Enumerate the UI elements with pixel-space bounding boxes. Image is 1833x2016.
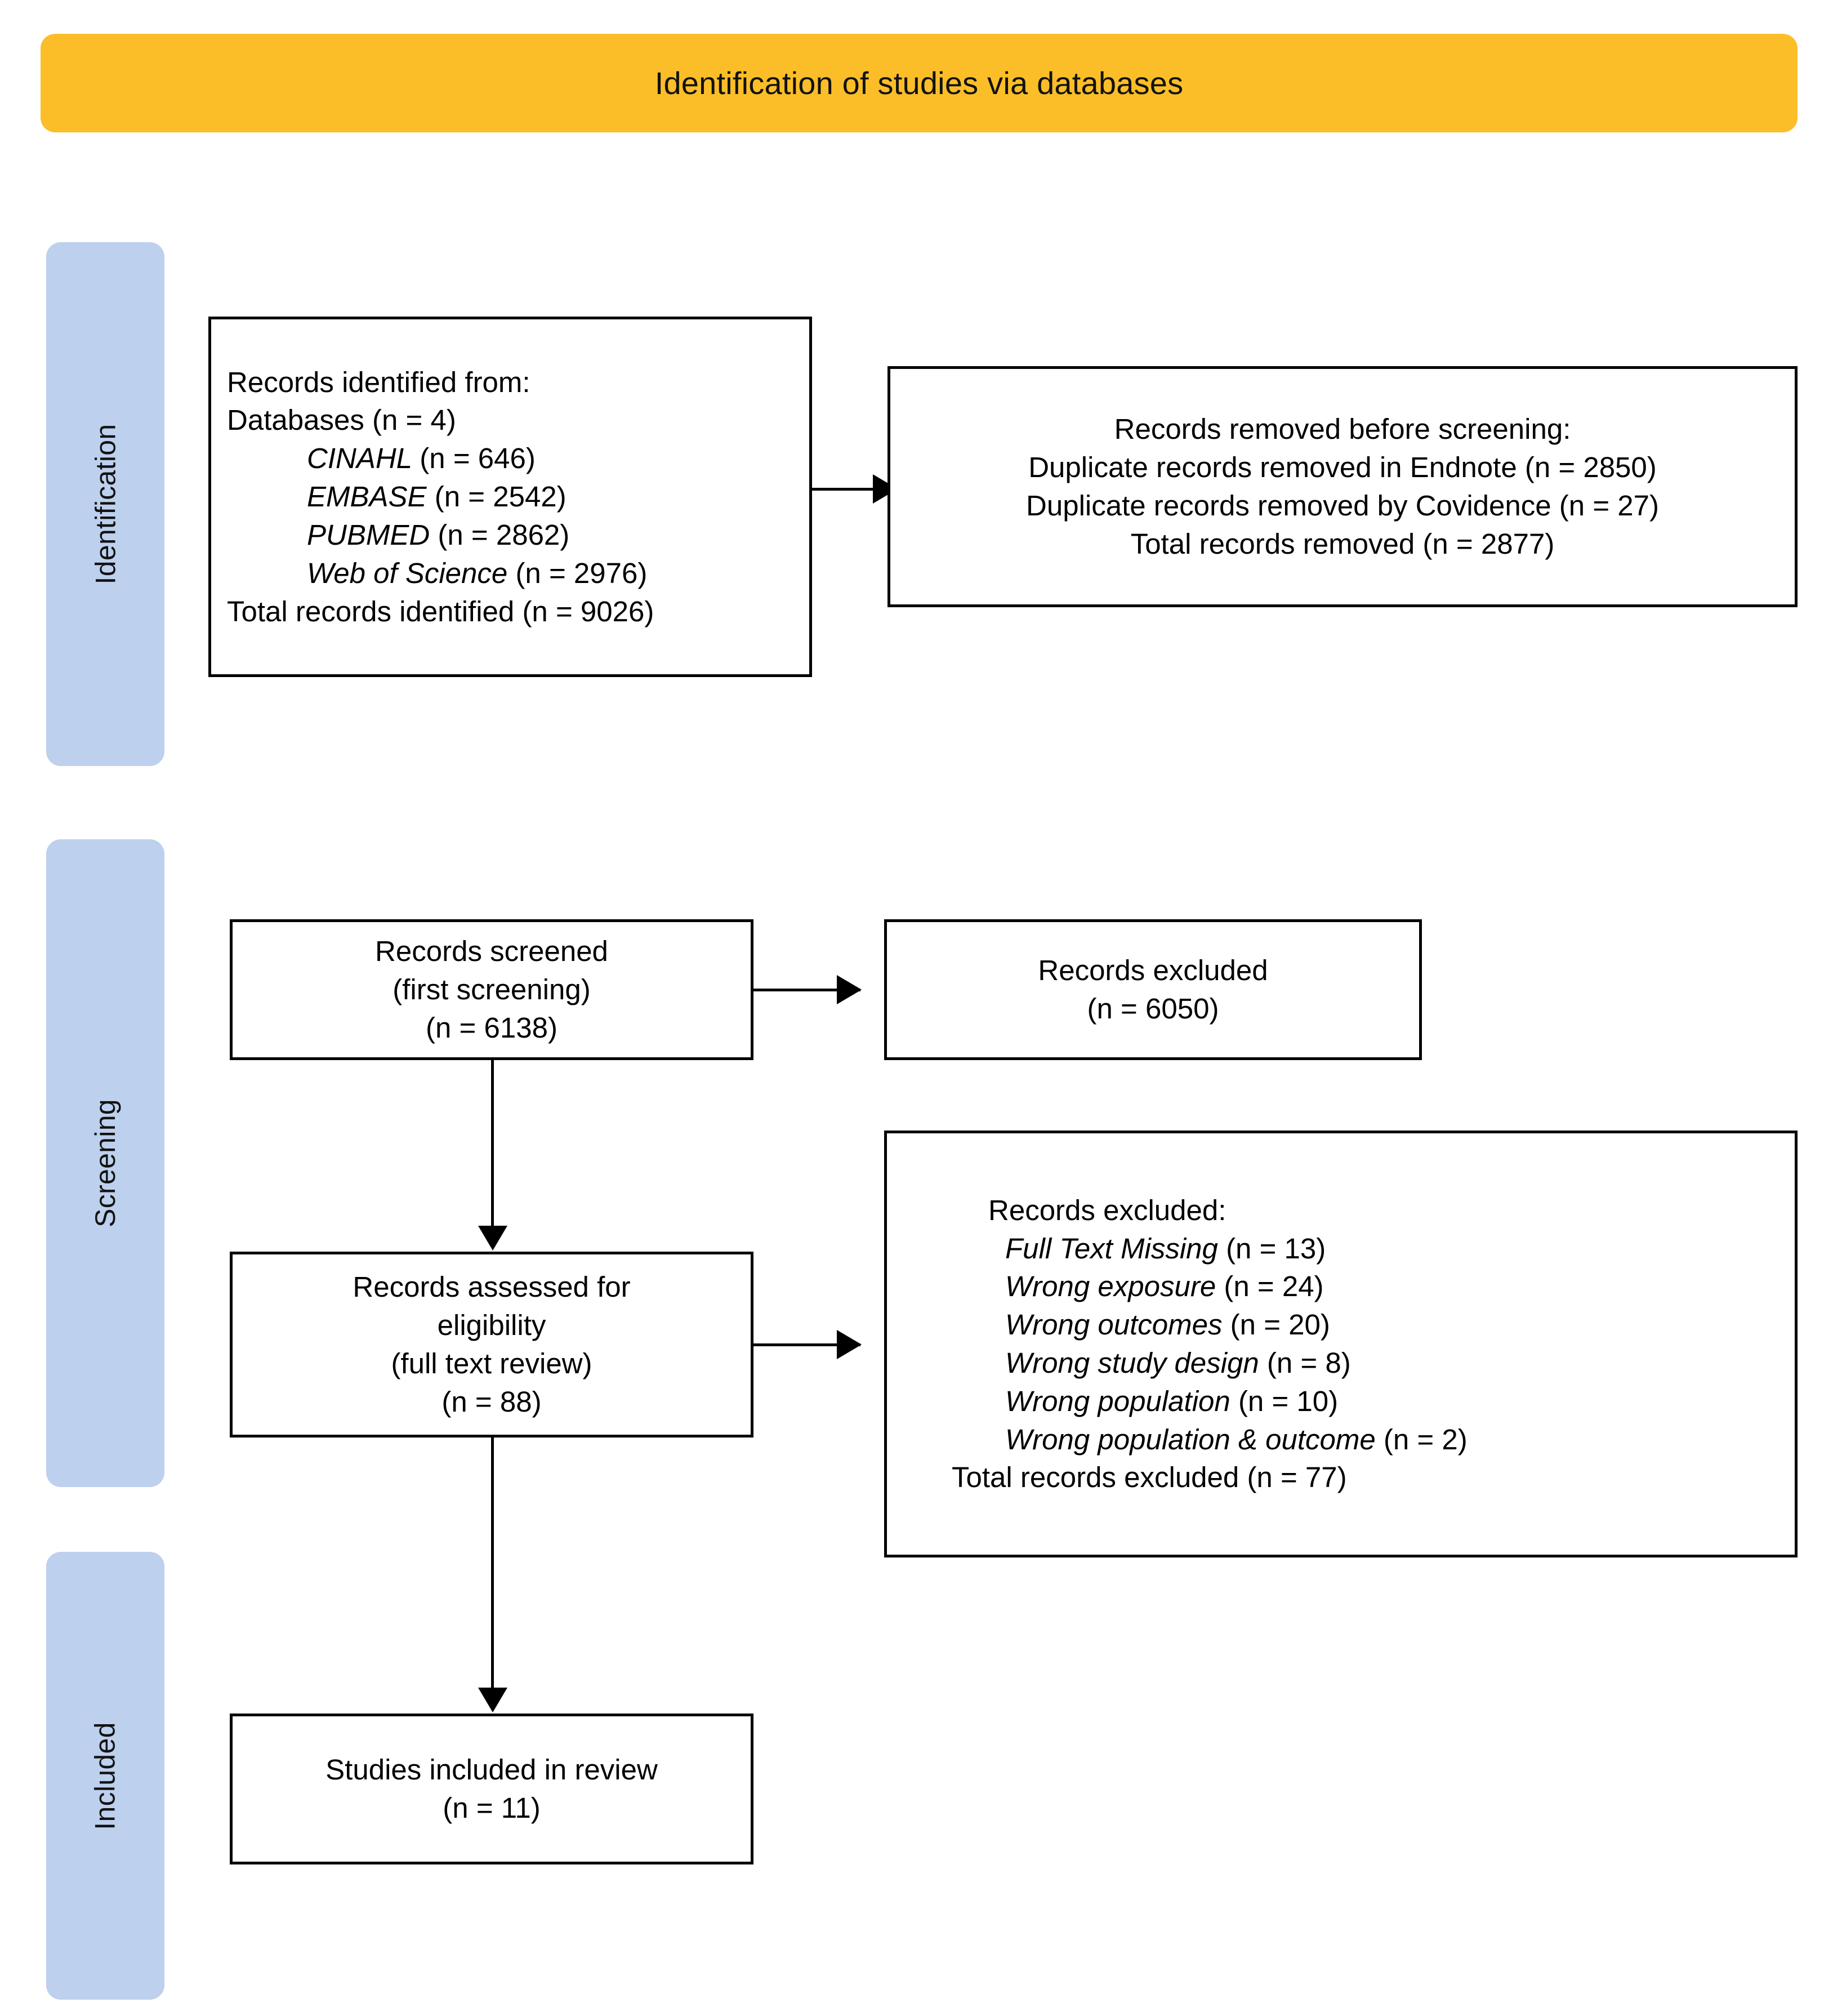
excluded-reason-full-text-missing: Full Text Missing (n = 13): [887, 1230, 1795, 1268]
identified-line-cinahl: CINAHL (n = 646): [211, 439, 809, 478]
arrowhead-eligibility-to-excluded-reasons: [837, 1330, 862, 1359]
reason-label-wrong-outcomes: Wrong outcomes: [1005, 1309, 1230, 1341]
records-assessed-eligibility-box: Records assessed for eligibility (full t…: [230, 1252, 753, 1438]
identified-line-pubmed: PUBMED (n = 2862): [211, 516, 809, 554]
connector-screened-to-excluded: [753, 989, 860, 991]
screened-line-2: (n = 6138): [426, 1011, 558, 1044]
phase-rail-screening: Screening: [46, 839, 164, 1487]
eligibility-line-0: Records assessed for: [353, 1271, 631, 1303]
reason-label-wrong-population-and-outcome: Wrong population & outcome: [1005, 1423, 1384, 1456]
database-name-cinahl: CINAHL: [307, 442, 420, 475]
excluded-reason-wrong-population-and-outcome: Wrong population & outcome (n = 2): [887, 1421, 1795, 1459]
included-line-1: (n = 11): [443, 1792, 541, 1824]
removed-line-1: Duplicate records removed in Endnote (n …: [1028, 451, 1657, 484]
screened-line-0: Records screened: [375, 935, 608, 968]
excluded-first-line-0: Records excluded: [1038, 954, 1268, 987]
excluded-reason-wrong-population: Wrong population (n = 10): [887, 1382, 1795, 1421]
database-count-cinahl: (n = 646): [420, 442, 536, 475]
reason-label-full-text-missing: Full Text Missing: [1005, 1232, 1227, 1265]
records-removed-box: Records removed before screening: Duplic…: [887, 366, 1798, 607]
removed-line-0: Records removed before screening:: [1114, 413, 1571, 446]
excluded-reason-wrong-exposure: Wrong exposure (n = 24): [887, 1267, 1795, 1306]
arrowhead-eligibility-to-included: [478, 1688, 507, 1712]
reason-label-wrong-exposure: Wrong exposure: [1005, 1270, 1224, 1303]
identification-banner: Identification of studies via databases: [41, 34, 1798, 132]
connector-eligibility-to-included: [491, 1438, 494, 1702]
database-name-web-of-science: Web of Science: [307, 557, 516, 589]
connector-screened-to-eligibility: [491, 1060, 494, 1240]
eligibility-line-2: (full text review): [391, 1347, 592, 1379]
eligibility-line-3: (n = 88): [441, 1385, 542, 1418]
identified-line-embase: EMBASE (n = 2542): [211, 478, 809, 516]
records-screened-box: Records screened (first screening) (n = …: [230, 919, 753, 1060]
removed-line-3: Total records removed (n = 2877): [1130, 527, 1555, 560]
screened-line-1: (first screening): [393, 973, 591, 1006]
banner-title: Identification of studies via databases: [654, 65, 1184, 101]
excluded-reasons-total: Total records excluded (n = 77): [952, 1461, 1347, 1494]
database-name-pubmed: PUBMED: [307, 518, 438, 551]
arrowhead-screened-to-excluded: [837, 975, 862, 1004]
reason-count-wrong-exposure: (n = 24): [1224, 1270, 1324, 1303]
studies-included-box: Studies included in review (n = 11): [230, 1714, 753, 1864]
reason-label-wrong-population: Wrong population: [1005, 1385, 1238, 1417]
reason-label-wrong-study-design: Wrong study design: [1005, 1347, 1267, 1379]
identified-line-webofscience: Web of Science (n = 2976): [211, 554, 809, 593]
identified-total-line: Total records identified (n = 9026): [227, 595, 654, 628]
reason-count-wrong-population-and-outcome: (n = 2): [1383, 1423, 1468, 1456]
phase-label-identification: Identification: [90, 424, 121, 585]
connector-eligibility-to-excluded-reasons: [753, 1343, 860, 1346]
database-count-web-of-science: (n = 2976): [515, 557, 648, 589]
connector-identified-to-removed: [812, 488, 902, 491]
phase-label-included: Included: [89, 1721, 121, 1830]
identified-line-0: Records identified from:: [227, 366, 530, 398]
excluded-reasons-header: Records excluded:: [988, 1194, 1227, 1226]
excluded-reason-wrong-study-design: Wrong study design (n = 8): [887, 1344, 1795, 1382]
phase-rail-identification: Identification: [46, 242, 164, 766]
included-line-0: Studies included in review: [325, 1754, 658, 1786]
identified-line-1: Databases (n = 4): [227, 404, 456, 437]
excluded-first-line-1: (n = 6050): [1087, 993, 1219, 1025]
reason-count-wrong-study-design: (n = 8): [1266, 1347, 1351, 1379]
reason-count-full-text-missing: (n = 13): [1226, 1232, 1326, 1265]
excluded-reason-wrong-outcomes: Wrong outcomes (n = 20): [887, 1306, 1795, 1344]
arrowhead-screened-to-eligibility: [478, 1226, 507, 1250]
records-excluded-reasons-box: Records excluded: Full Text Missing (n =…: [884, 1131, 1798, 1557]
records-identified-box: Records identified from: Databases (n = …: [208, 317, 812, 677]
records-excluded-first-box: Records excluded (n = 6050): [884, 919, 1422, 1060]
eligibility-line-1: eligibility: [437, 1309, 546, 1342]
removed-line-2: Duplicate records removed by Covidence (…: [1026, 489, 1659, 522]
database-count-embase: (n = 2542): [434, 480, 567, 513]
database-count-pubmed: (n = 2862): [438, 518, 570, 551]
phase-rail-included: Included: [46, 1552, 164, 2000]
reason-count-wrong-population: (n = 10): [1238, 1385, 1339, 1417]
database-name-embase: EMBASE: [307, 480, 435, 513]
phase-label-screening: Screening: [90, 1099, 122, 1227]
reason-count-wrong-outcomes: (n = 20): [1230, 1309, 1330, 1341]
